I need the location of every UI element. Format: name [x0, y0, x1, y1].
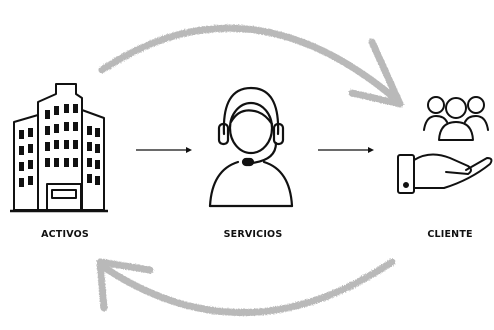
headset-agent-icon — [208, 86, 294, 208]
node-label-cliente: CLIENTE — [427, 229, 473, 240]
node-label-servicios: SERVICIOS — [223, 229, 283, 240]
hand-holding-people-icon — [397, 96, 493, 194]
cycle-arrow-bottom — [96, 258, 396, 317]
buildings-icon — [10, 83, 108, 213]
node-label-activos: ACTIVOS — [41, 229, 89, 240]
flow-arrow-servicios-cliente — [318, 147, 374, 153]
flow-arrow-activos-servicios — [136, 147, 192, 153]
cycle-arrow-top — [98, 24, 404, 108]
